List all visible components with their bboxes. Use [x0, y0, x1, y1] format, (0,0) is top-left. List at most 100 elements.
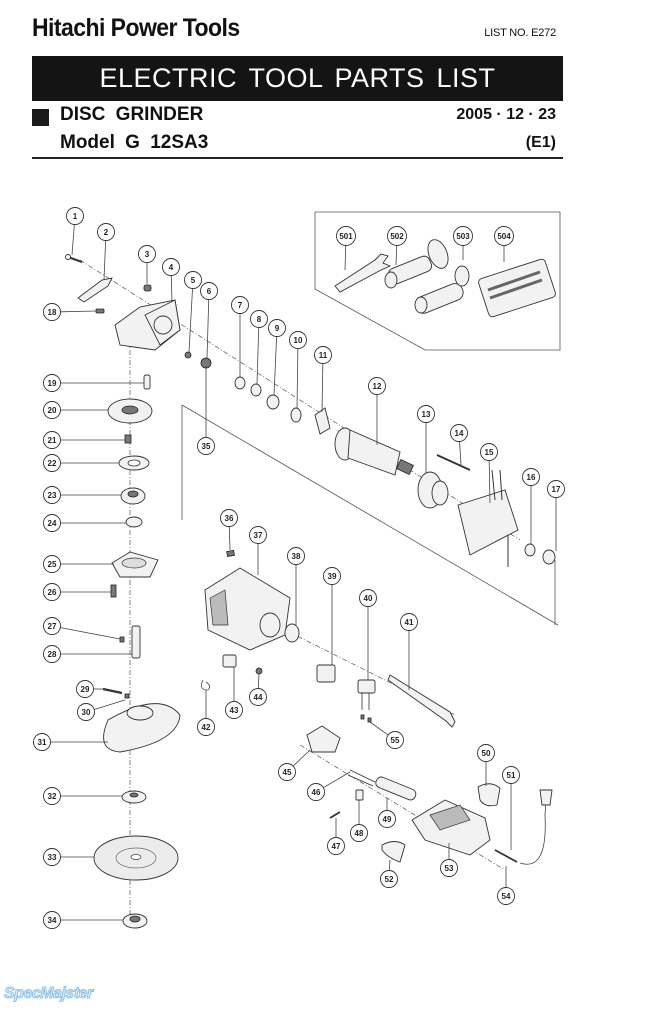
callout-circle	[440, 859, 458, 877]
part-17-bearing	[542, 549, 556, 565]
part-501-spanner	[334, 253, 392, 293]
part-47-screw	[329, 811, 341, 819]
callout-number: 503	[456, 232, 470, 241]
callout-circle	[162, 258, 180, 276]
leader-line-11	[321, 363, 324, 413]
callout-number: 32	[48, 792, 57, 801]
callout-part-6: 6	[200, 282, 218, 300]
callout-number: 50	[482, 749, 491, 758]
callout-circle	[43, 374, 61, 392]
callout-part-30: 30	[77, 703, 95, 721]
accessory-frame	[314, 211, 561, 351]
part-39-switch	[316, 664, 336, 683]
callout-number: 28	[48, 650, 57, 659]
part-28-spindle	[131, 625, 141, 659]
part-5-bearing	[184, 351, 192, 359]
callout-number: 11	[319, 351, 328, 360]
list-number: LIST NO. E272	[484, 27, 556, 39]
leader-line-45	[292, 749, 311, 767]
callout-circle	[97, 223, 115, 241]
callout-circle	[378, 810, 396, 828]
callout-number: 21	[48, 436, 57, 445]
part-502-side-handle-guard	[384, 239, 449, 289]
callout-circle	[336, 226, 356, 246]
callout-number: 27	[48, 622, 57, 631]
part-2-hook	[77, 277, 113, 303]
leader-line-501	[344, 245, 347, 271]
callout-circle	[480, 443, 498, 461]
callout-circle	[453, 226, 473, 246]
leader-line-9	[273, 336, 278, 396]
part-33-grinding-wheel	[93, 835, 179, 881]
callout-part-51: 51	[502, 766, 520, 784]
leader-line-6	[206, 299, 210, 359]
leader-line-30	[94, 699, 126, 710]
callout-part-36: 36	[220, 509, 238, 527]
part-55-terminal	[360, 714, 372, 723]
callout-circle	[225, 701, 243, 719]
callout-number: 45	[283, 768, 292, 777]
callout-circle	[43, 401, 61, 419]
callout-part-24: 24	[43, 514, 61, 532]
part-36-nameplate	[226, 549, 235, 557]
callout-number: 26	[48, 588, 57, 597]
leader-line-14	[459, 441, 462, 466]
part-22-plate	[118, 455, 150, 471]
callout-part-47: 47	[327, 837, 345, 855]
part-54-cord	[519, 789, 553, 865]
callout-part-1: 1	[66, 207, 84, 225]
callout-circle	[138, 245, 156, 263]
callout-number: 20	[48, 406, 57, 415]
callout-part-54: 54	[497, 887, 515, 905]
callout-part-45: 45	[278, 763, 296, 781]
callout-circle	[33, 733, 51, 751]
leader-line-1	[71, 224, 75, 256]
callout-part-52: 52	[380, 870, 398, 888]
part-31-wheel-guard	[103, 703, 181, 753]
callout-circle	[197, 718, 215, 736]
callout-part-55: 55	[386, 731, 404, 749]
callout-circle	[323, 567, 341, 585]
callout-part-53: 53	[440, 859, 458, 877]
header-divider	[32, 157, 563, 159]
callout-part-12: 12	[368, 377, 386, 395]
callout-circle	[249, 688, 267, 706]
part-26-screw	[110, 584, 117, 598]
part-52-handle-cover	[381, 841, 406, 863]
callout-number: 53	[445, 864, 454, 873]
callout-part-19: 19	[43, 374, 61, 392]
callout-circle	[387, 226, 407, 246]
part-19-pin	[143, 374, 151, 390]
part-15-stator	[457, 469, 519, 567]
callout-number: 19	[48, 379, 57, 388]
callout-circle	[477, 744, 495, 762]
callout-part-10: 10	[289, 331, 307, 349]
leader-line-10	[296, 348, 299, 409]
callout-number: 10	[294, 336, 303, 345]
callout-number: 31	[38, 738, 47, 747]
callout-part-16: 16	[522, 468, 540, 486]
callout-circle	[250, 310, 268, 328]
callout-part-2: 2	[97, 223, 115, 241]
callout-part-26: 26	[43, 583, 61, 601]
part-8-washer	[250, 383, 262, 397]
leader-line-5	[188, 288, 193, 353]
callout-circle	[368, 377, 386, 395]
callout-part-502: 502	[387, 226, 407, 246]
part-50-handle-cover	[477, 783, 501, 807]
part-42-brush-spring	[200, 679, 210, 691]
callout-part-13: 13	[417, 405, 435, 423]
part-49-cord-armor	[375, 776, 417, 801]
part-25-packing-gland	[111, 551, 159, 578]
callout-number: 16	[527, 473, 536, 482]
callout-circle	[43, 486, 61, 504]
callout-number: 35	[202, 442, 211, 451]
callout-number: 40	[364, 594, 373, 603]
callout-number: 4	[169, 263, 174, 272]
callout-circle	[497, 887, 515, 905]
callout-circle	[231, 296, 249, 314]
model-name: Model G 12SA3	[60, 132, 209, 153]
leader-line-18	[60, 310, 97, 313]
callout-part-4: 4	[162, 258, 180, 276]
callout-number: 2	[104, 228, 109, 237]
